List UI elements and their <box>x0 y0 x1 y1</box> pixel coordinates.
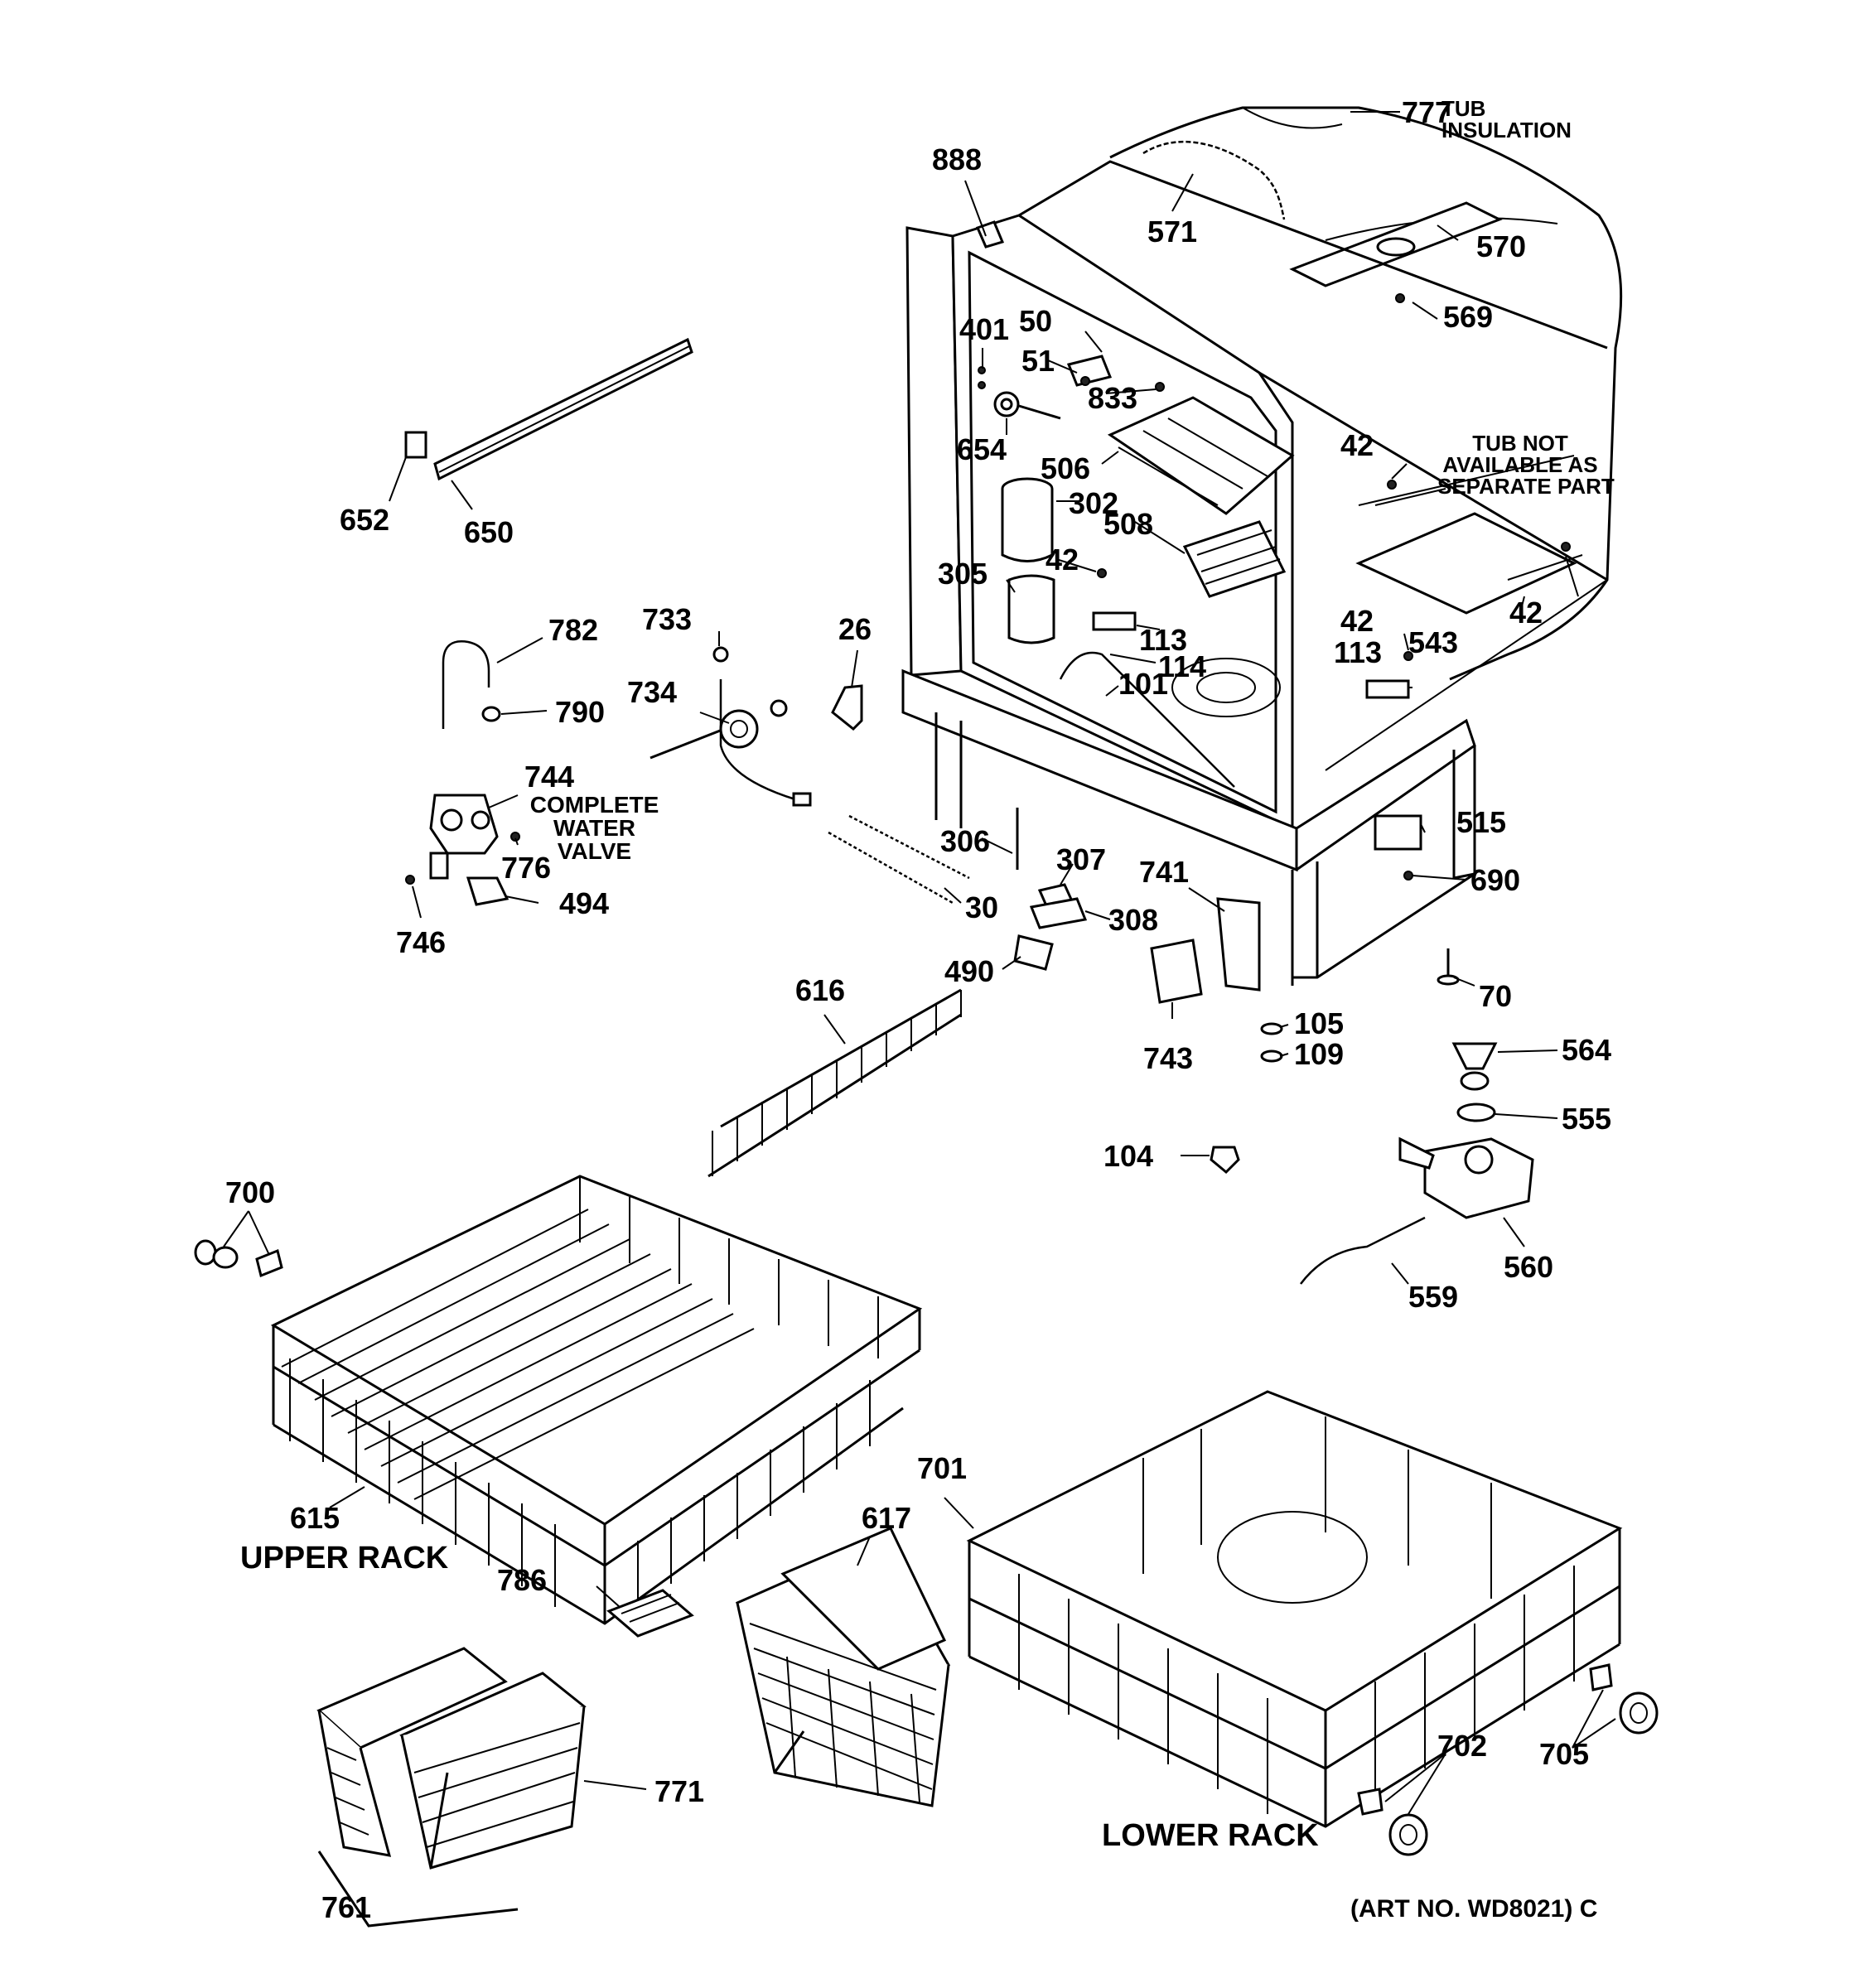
callout-571: 571 <box>1147 215 1198 248</box>
callout-790: 790 <box>555 695 606 729</box>
callout-615: 615 <box>290 1501 340 1535</box>
tub-assembly <box>901 106 1623 986</box>
callout-302: 302 <box>1069 486 1119 520</box>
upper-rack-caption: UPPER RACK <box>240 1541 449 1575</box>
callout-506: 506 <box>1041 451 1091 485</box>
lower-rack-caption: LOWER RACK <box>1102 1818 1319 1853</box>
callout-744: 744 <box>524 760 575 794</box>
callout-42-c: 42 <box>1340 604 1374 638</box>
callout-109: 109 <box>1294 1037 1345 1071</box>
callout-701: 701 <box>917 1451 968 1485</box>
callout-306: 306 <box>940 824 991 858</box>
callout-490: 490 <box>944 954 995 988</box>
callout-543: 543 <box>1408 625 1459 659</box>
callout-30: 30 <box>965 890 999 924</box>
callout-51: 51 <box>1021 344 1055 378</box>
callout-26: 26 <box>838 612 872 646</box>
callout-616: 616 <box>795 973 846 1007</box>
water-valve-line-3: VALVE <box>557 838 632 864</box>
tub-not-available-line-2: AVAILABLE AS <box>1442 452 1598 477</box>
callout-113-a: 113 <box>1139 623 1188 657</box>
callout-782: 782 <box>548 613 599 647</box>
callout-777: 777 <box>1402 95 1452 129</box>
callout-570: 570 <box>1476 229 1527 263</box>
callout-401: 401 <box>959 312 1010 346</box>
callout-776: 776 <box>501 851 552 885</box>
tub-insulation-line-1: TUB <box>1441 96 1486 121</box>
tub-not-available-line-1: TUB NOT <box>1472 431 1568 456</box>
callout-761: 761 <box>321 1890 372 1924</box>
callout-101: 101 <box>1118 667 1169 701</box>
callout-42-a: 42 <box>1045 543 1079 577</box>
callout-508: 508 <box>1103 507 1154 541</box>
callout-743: 743 <box>1143 1041 1194 1075</box>
callout-104: 104 <box>1103 1139 1154 1173</box>
callout-494: 494 <box>559 886 610 920</box>
callout-113-b: 113 <box>1334 635 1383 669</box>
upper-rack <box>270 1175 923 1625</box>
water-valve-note: COMPLETE WATER VALVE <box>522 794 667 863</box>
callout-705: 705 <box>1539 1737 1590 1771</box>
tub-not-available-line-3: SEPARATE PART <box>1437 474 1615 499</box>
callout-555: 555 <box>1562 1102 1612 1136</box>
callout-114: 114 <box>1158 649 1207 683</box>
callout-305: 305 <box>938 557 988 591</box>
water-valve-line-2: WATER <box>553 815 636 841</box>
callout-559: 559 <box>1408 1280 1459 1314</box>
callout-560: 560 <box>1504 1250 1554 1284</box>
lower-rack <box>966 1390 1659 1856</box>
callout-70: 70 <box>1479 979 1513 1013</box>
callout-564: 564 <box>1562 1033 1612 1067</box>
callout-42-d: 42 <box>1509 596 1543 630</box>
callout-771: 771 <box>654 1774 705 1808</box>
callout-786: 786 <box>497 1563 548 1597</box>
tub-not-available-note: TUB NOT AVAILABLE AS SEPARATE PART <box>1437 431 1615 499</box>
left-parts <box>194 337 1534 1285</box>
callout-741: 741 <box>1139 855 1190 889</box>
callout-105: 105 <box>1294 1006 1345 1040</box>
callout-515: 515 <box>1456 805 1507 839</box>
tub-insulation-line-2: INSULATION <box>1441 118 1572 142</box>
callout-654: 654 <box>957 432 1007 466</box>
callout-652: 652 <box>340 503 390 537</box>
callout-888: 888 <box>932 142 983 176</box>
callout-833: 833 <box>1088 381 1138 415</box>
baskets <box>316 1527 951 1928</box>
callout-50: 50 <box>1019 304 1053 338</box>
callout-690: 690 <box>1470 863 1521 897</box>
leader-lines <box>223 111 1616 1815</box>
callout-308: 308 <box>1108 903 1159 937</box>
callout-650: 650 <box>464 515 514 549</box>
callout-700: 700 <box>225 1175 276 1209</box>
art-number: (ART NO. WD8021) C <box>1350 1895 1598 1923</box>
callout-569: 569 <box>1443 300 1494 334</box>
callout-733: 733 <box>642 602 693 636</box>
callout-307: 307 <box>1056 842 1107 876</box>
callout-617: 617 <box>862 1501 912 1535</box>
callout-734: 734 <box>627 675 678 709</box>
callout-702: 702 <box>1437 1729 1488 1763</box>
water-valve-line-1: COMPLETE <box>529 792 659 818</box>
callout-746: 746 <box>396 925 447 959</box>
callout-42-b: 42 <box>1340 428 1374 462</box>
tub-insulation-note: TUB INSULATION <box>1441 98 1572 141</box>
